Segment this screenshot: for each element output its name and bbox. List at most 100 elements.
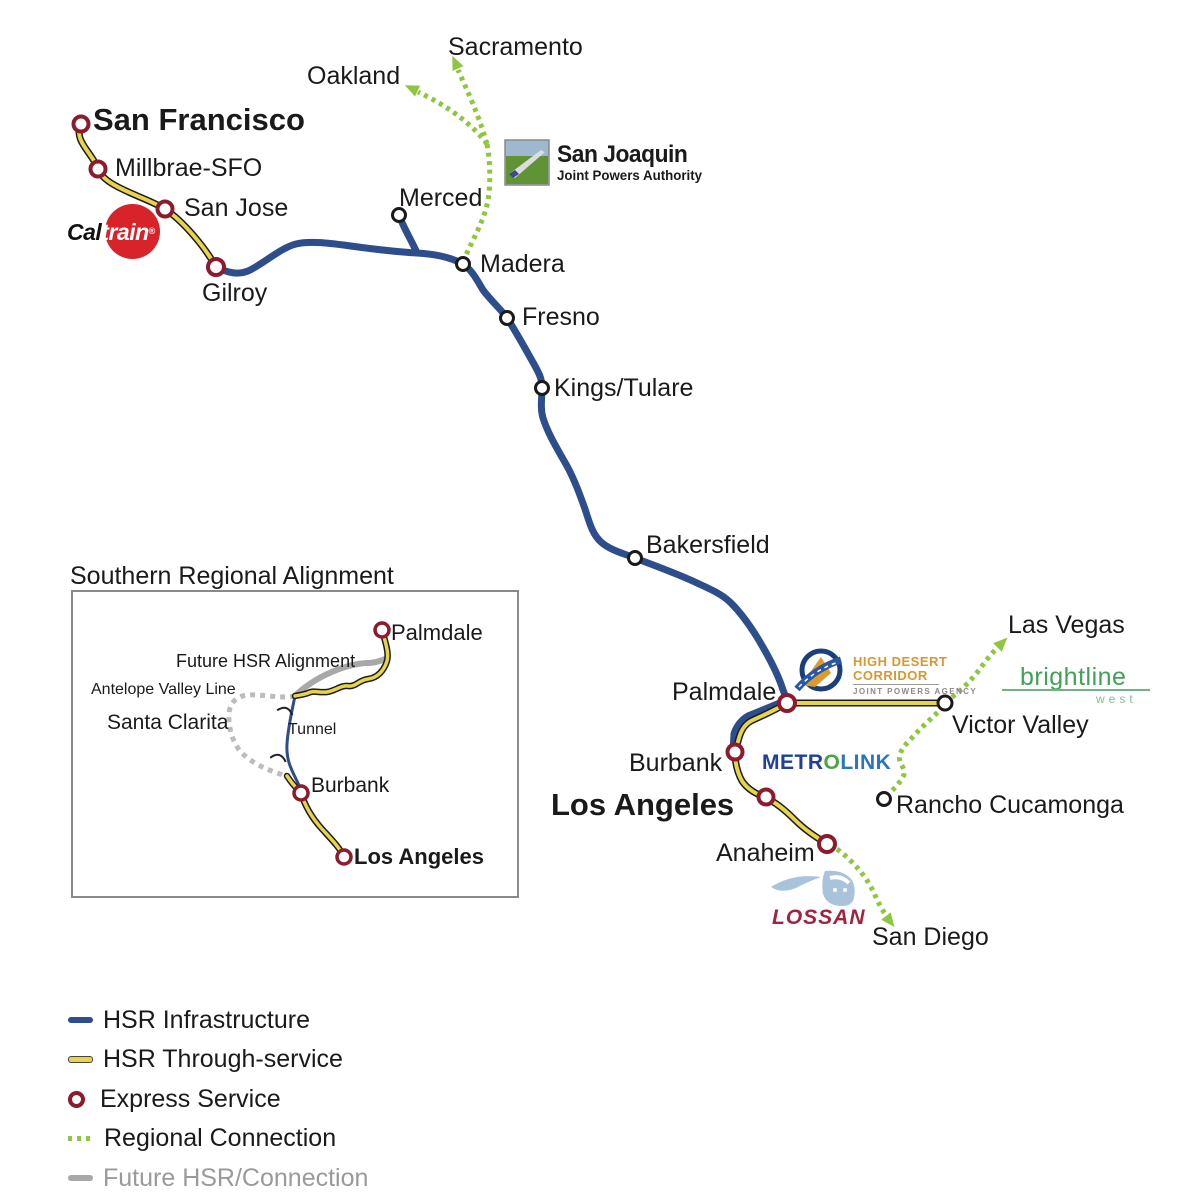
lossan-train-icon — [771, 870, 855, 906]
express-service-swatch — [68, 1090, 85, 1108]
label-madera: Madera — [480, 250, 565, 278]
station-palmdale — [777, 693, 797, 713]
metrolink-link: LINK — [840, 751, 892, 774]
inset-title: Southern Regional Alignment — [70, 562, 394, 590]
label-victor-valley: Victor Valley — [952, 711, 1089, 739]
high-desert-corridor-emblem — [794, 648, 843, 692]
future-hsr-connection-swatch — [68, 1175, 93, 1181]
label-anaheim: Anaheim — [716, 839, 815, 867]
sj-field — [506, 156, 548, 184]
line-gilroy-palmdale — [212, 238, 791, 707]
station-millbrae-sfo — [88, 159, 108, 179]
inset-label-palmdale: Palmdale — [391, 620, 483, 645]
line-sf-gilroy — [77, 122, 218, 269]
caltrain-registered-mark: ® — [148, 226, 156, 236]
brightline-west-logo-title: brightline — [1020, 663, 1127, 691]
metrolink-logo: METROLINK — [762, 751, 891, 775]
caltrain-logo: Caltrain® — [67, 219, 155, 246]
label-oakland: Oakland — [307, 62, 401, 90]
caltrain-cal: Cal — [67, 219, 102, 245]
lossan-logo-title: LOSSAN — [772, 906, 866, 929]
arrow-lasvegas — [993, 637, 1008, 652]
lossan-light-left — [833, 888, 837, 892]
hdc-road-dashes — [798, 661, 840, 688]
lossan-windshield — [829, 875, 851, 885]
line-victorvalley-ranchocucamonga — [884, 705, 946, 798]
legend-label-regional-connection: Regional Connection — [104, 1123, 337, 1152]
arrow-sandiego — [881, 912, 895, 928]
inset-border — [71, 590, 519, 898]
tunnel-portal-tick-north — [276, 706, 294, 716]
legend-item-express-service: Express Service — [68, 1085, 281, 1113]
line-anaheim-sandiego — [835, 847, 888, 917]
label-las-vegas: Las Vegas — [1008, 611, 1125, 639]
label-fresno: Fresno — [522, 303, 600, 331]
high-desert-corridor-subtitle: JOINT POWERS AGENCY — [853, 687, 978, 696]
metrolink-metr: METR — [762, 751, 824, 774]
inset-station-burbank — [292, 784, 310, 802]
station-merced — [391, 207, 407, 223]
station-bakersfield — [627, 550, 643, 566]
station-kings-tulare — [534, 380, 550, 396]
label-bakersfield: Bakersfield — [646, 531, 770, 559]
line-palmdale-anaheim — [733, 701, 829, 846]
label-gilroy: Gilroy — [202, 279, 268, 307]
metrolink-o: O — [823, 751, 841, 774]
label-san-francisco: San Francisco — [93, 102, 305, 137]
high-desert-corridor-line2: CORRIDOR — [853, 668, 928, 683]
inset-label-antelope-valley: Antelope Valley Line — [91, 681, 236, 698]
station-burbank — [725, 742, 745, 762]
station-los-angeles — [756, 787, 776, 807]
inset-label-los-angeles: Los Angeles — [354, 844, 484, 869]
station-san-francisco — [71, 114, 91, 134]
tunnel-portal-tick-south — [269, 753, 287, 763]
station-victor-valley — [936, 694, 954, 712]
label-sacramento: Sacramento — [448, 33, 583, 61]
label-san-jose: San Jose — [184, 194, 289, 222]
line-to-oakland — [416, 89, 489, 146]
regional-connection-swatch — [68, 1135, 94, 1141]
label-millbrae-sfo: Millbrae-SFO — [115, 154, 263, 182]
line-to-sacramento — [455, 68, 490, 145]
caltrain-logo-circle — [105, 204, 160, 259]
san-joaquin-logo-image — [504, 139, 550, 186]
legend-label-future-hsr-connection: Future HSR/Connection — [103, 1163, 369, 1192]
sj-train-nose — [509, 170, 519, 178]
station-gilroy — [206, 257, 226, 277]
line-palmdale-burbank-infra — [729, 696, 791, 756]
inset-antelope-valley-line — [226, 692, 296, 779]
station-rancho-cucamonga — [876, 791, 892, 807]
inset-label-santa-clarita: Santa Clarita — [107, 711, 229, 734]
san-joaquin-logo-subtitle: Joint Powers Authority — [557, 167, 703, 183]
label-rancho-cucamonga: Rancho Cucamonga — [896, 791, 1124, 819]
regional-connection-lines — [416, 68, 999, 917]
legend-label-express-service: Express Service — [100, 1084, 281, 1113]
line-victorvalley-lasvegas — [943, 646, 999, 705]
regular-stations — [391, 207, 954, 807]
hsr-through-service-lines — [75, 120, 949, 848]
connection-arrows — [404, 55, 1008, 928]
legend-item-future-hsr-connection: Future HSR/Connection — [68, 1164, 368, 1192]
arrow-oakland — [404, 85, 421, 97]
legend-label-hsr-infrastructure: HSR Infrastructure — [103, 1005, 311, 1034]
brightline-west-underline — [1002, 689, 1150, 691]
station-madera — [455, 256, 471, 272]
lossan-swoosh — [771, 876, 821, 891]
station-fresno — [499, 310, 515, 326]
lossan-light-right — [843, 888, 847, 892]
inset-palmdale-leg — [293, 628, 390, 698]
inset-label-tunnel: Tunnel — [288, 721, 337, 738]
arrow-sacramento — [452, 55, 464, 72]
legend-label-hsr-through-service: HSR Through-service — [103, 1044, 343, 1073]
label-los-angeles: Los Angeles — [551, 787, 735, 822]
inset-label-future-hsr: Future HSR Alignment — [176, 651, 356, 671]
legend-item-hsr-through-service: HSR Through-service — [68, 1045, 343, 1073]
legend-item-regional-connection: Regional Connection — [68, 1124, 336, 1152]
high-desert-corridor-divider — [853, 684, 939, 685]
legend-item-hsr-infrastructure: HSR Infrastructure — [68, 1006, 310, 1034]
inset-future-hsr-line — [293, 655, 390, 698]
sj-train-body — [509, 150, 545, 178]
label-merced: Merced — [399, 184, 483, 212]
inset-label-burbank: Burbank — [311, 774, 390, 797]
